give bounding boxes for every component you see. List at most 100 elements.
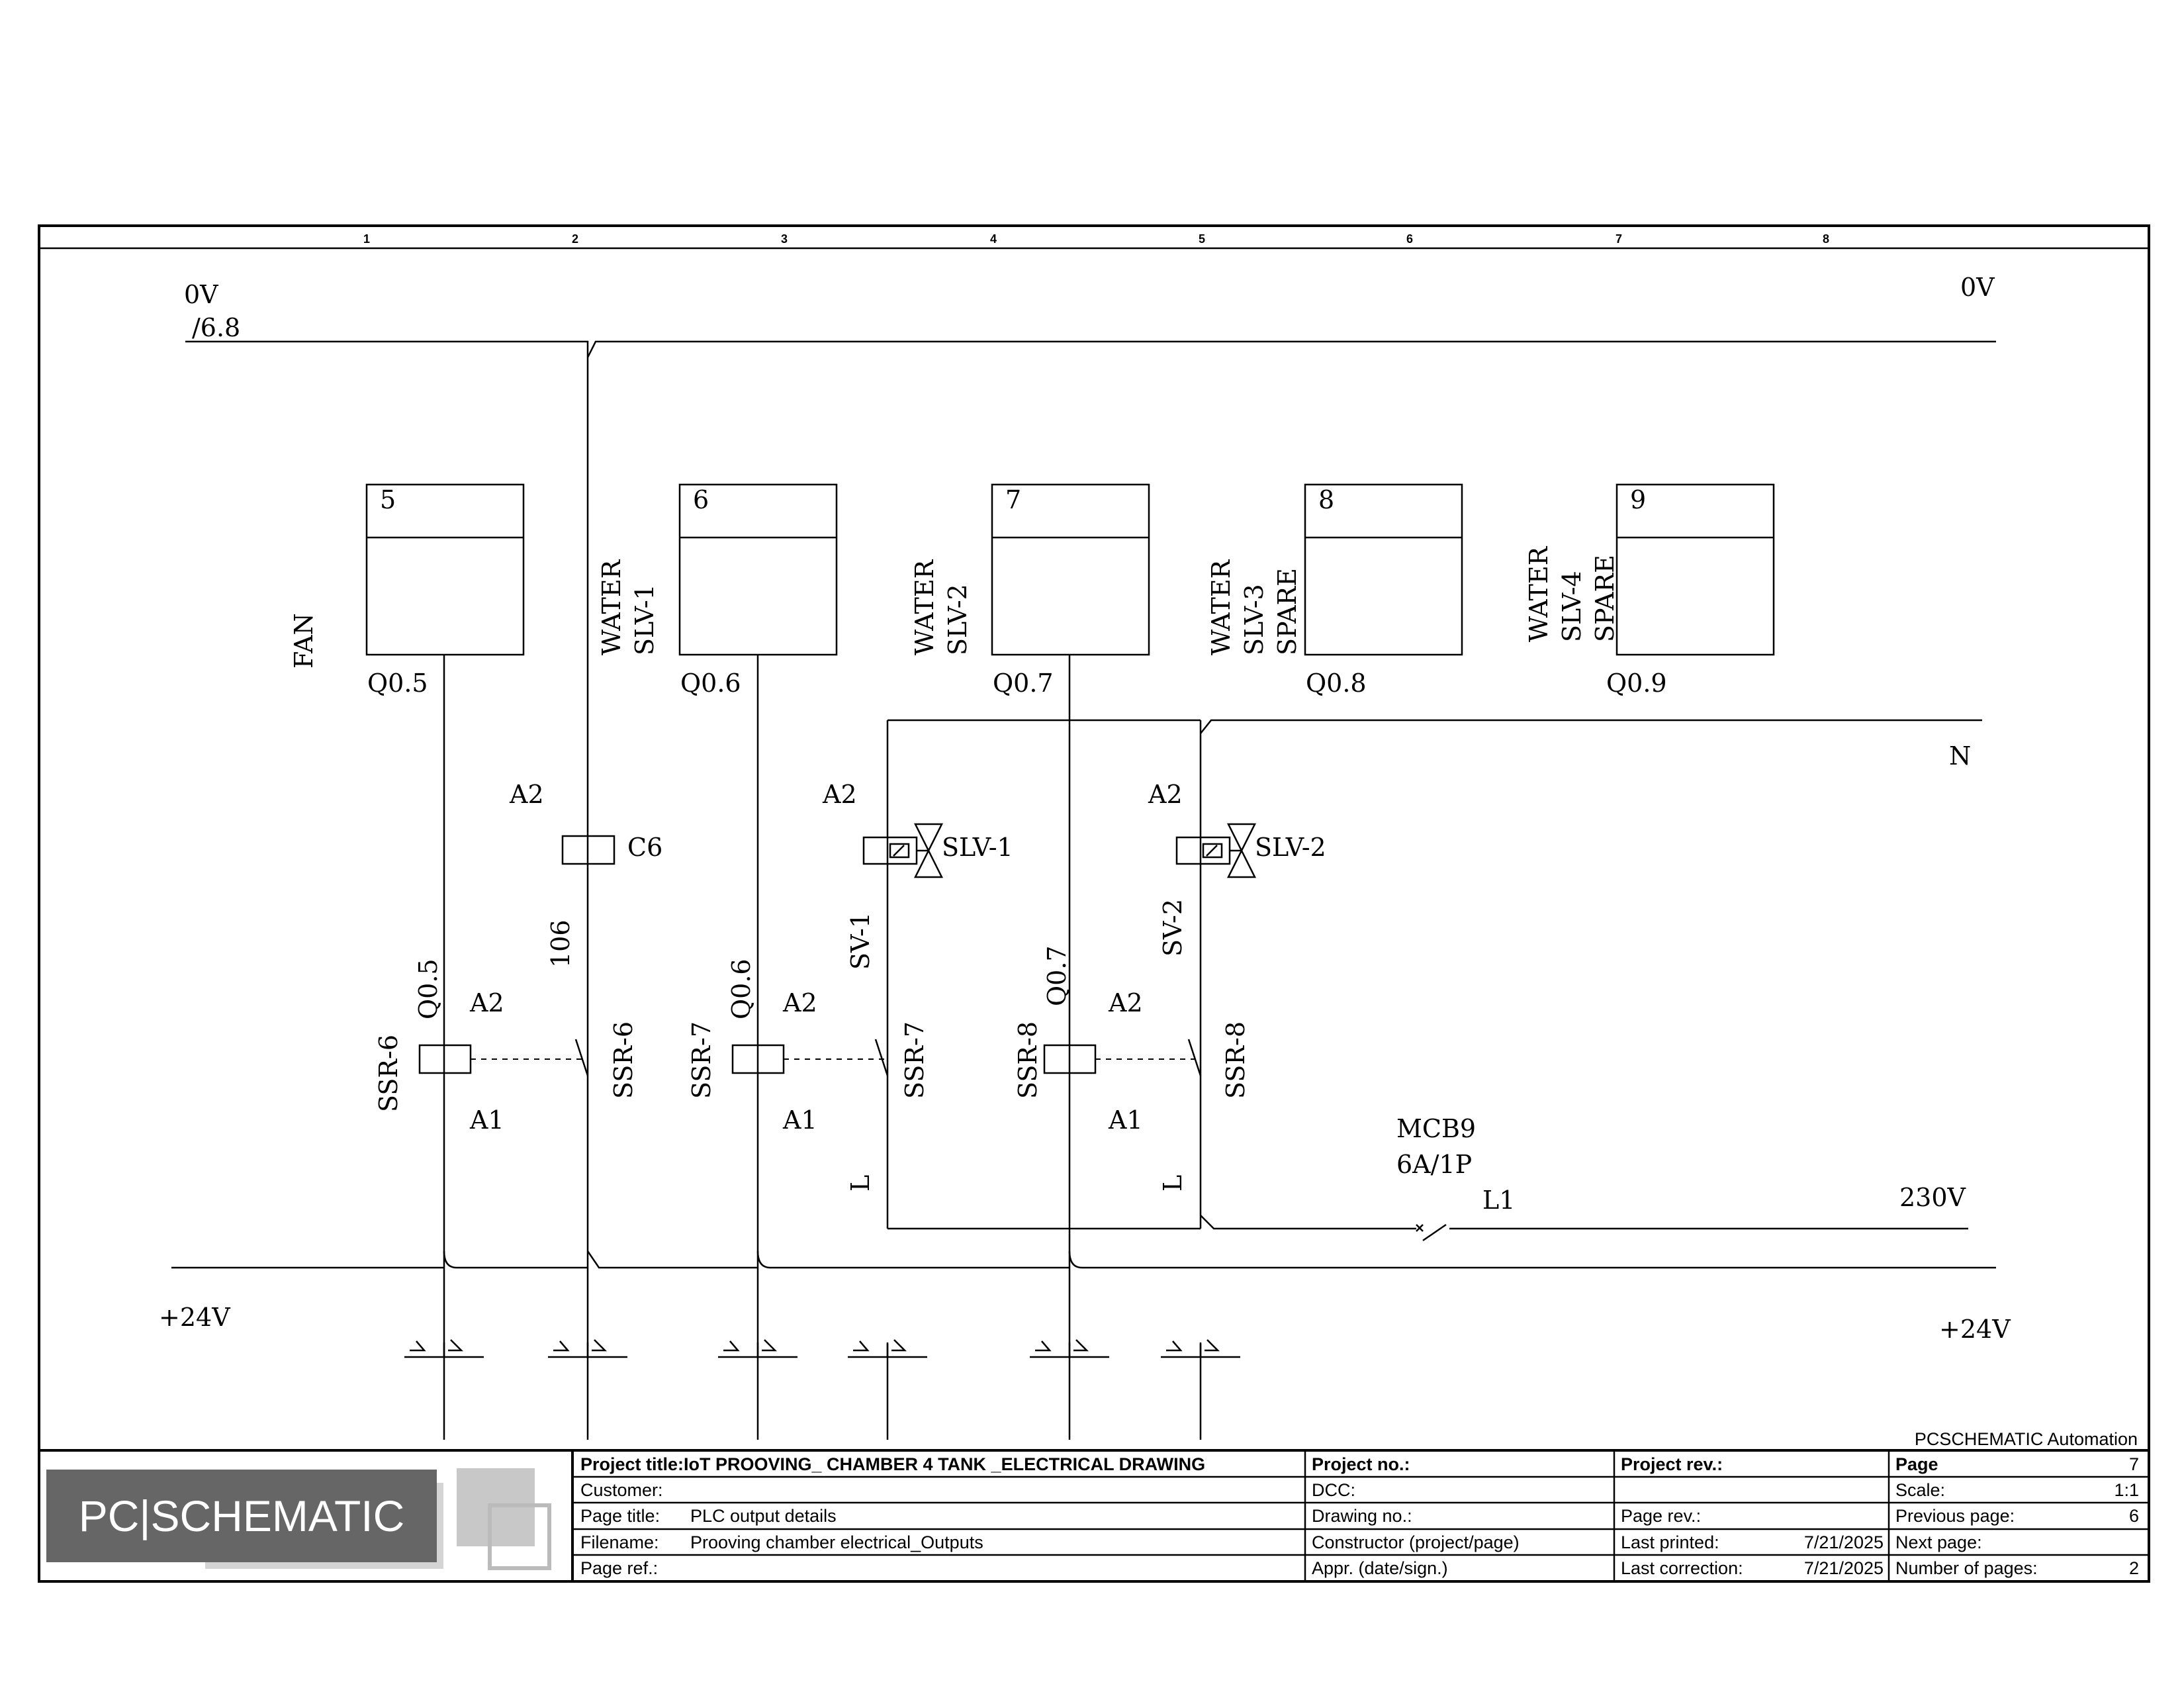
customer: Customer: bbox=[580, 1480, 663, 1500]
slv2-a2-label: A2 bbox=[1148, 780, 1183, 809]
rail-0v bbox=[185, 340, 1996, 358]
page-ref: Page ref.: bbox=[580, 1558, 658, 1578]
filename: Prooving chamber electrical_Outputs bbox=[690, 1532, 983, 1552]
last-printed: 7/21/2025 bbox=[1804, 1532, 1884, 1552]
rail-0v-label-right: 0V bbox=[1960, 273, 1995, 302]
page-label: Page bbox=[1895, 1454, 1938, 1474]
svg-text:Q0.8: Q0.8 bbox=[1306, 669, 1367, 698]
svg-text:SSR-7: SSR-7 bbox=[900, 1021, 929, 1099]
ruler-7: 7 bbox=[1615, 232, 1622, 246]
number-of-pages-label: Number of pages: bbox=[1895, 1558, 2038, 1578]
slv2-label: SLV-2 bbox=[1255, 833, 1326, 862]
ruler-1: 1 bbox=[363, 232, 370, 246]
solenoid-valve-slv2-icon bbox=[1175, 823, 1257, 878]
wire-l-label-1: L bbox=[846, 1175, 875, 1192]
svg-text:A2: A2 bbox=[469, 988, 504, 1017]
mcb-rating: 6A/1P bbox=[1396, 1150, 1472, 1179]
svg-text:SLV-3: SLV-3 bbox=[1240, 584, 1269, 655]
svg-text:WATER: WATER bbox=[1524, 545, 1553, 642]
ruler-6: 6 bbox=[1406, 232, 1413, 246]
column-ruler: 1 2 3 4 5 6 7 8 bbox=[363, 232, 1829, 246]
svg-text:WATER: WATER bbox=[597, 559, 626, 655]
contactor-c6-coil-icon bbox=[561, 835, 615, 865]
page-rev: Page rev.: bbox=[1621, 1506, 1701, 1526]
svg-text:Q0.5: Q0.5 bbox=[367, 669, 428, 698]
wire-106-label: 106 bbox=[546, 919, 575, 968]
svg-text:Q0.9: Q0.9 bbox=[1606, 669, 1667, 698]
previous-page-label: Previous page: bbox=[1895, 1506, 2015, 1526]
svg-text:7: 7 bbox=[1005, 485, 1021, 514]
title-block bbox=[39, 1449, 2149, 1581]
slv1-a2-label: A2 bbox=[822, 780, 857, 809]
rail-24v bbox=[171, 1250, 1996, 1269]
drawing-no: Drawing no.: bbox=[1312, 1506, 1412, 1526]
rail-neutral-label: N bbox=[1949, 741, 1971, 771]
ssr-6: SSR-6 Q0.5 A2 A1 SSR-6 bbox=[374, 959, 638, 1135]
svg-text:5: 5 bbox=[380, 485, 396, 514]
logo: PC|SCHEMATIC bbox=[46, 1468, 551, 1570]
svg-text:SPARE: SPARE bbox=[1273, 568, 1302, 655]
page-title-label: Page title: bbox=[580, 1506, 660, 1526]
ruler-5: 5 bbox=[1199, 232, 1205, 246]
svg-text:SLV-1: SLV-1 bbox=[630, 584, 659, 655]
svg-text:SPARE: SPARE bbox=[1590, 555, 1619, 642]
svg-text:A1: A1 bbox=[469, 1105, 504, 1135]
page-number: 7 bbox=[2129, 1454, 2139, 1474]
rail-24v-label-left: +24V bbox=[159, 1303, 230, 1332]
rail-24v-label-right: +24V bbox=[1939, 1315, 2011, 1344]
wires bbox=[443, 357, 1202, 1440]
ssr-8-contact-icon bbox=[1187, 1039, 1202, 1076]
svg-text:A1: A1 bbox=[1108, 1105, 1143, 1135]
svg-text:SSR-8: SSR-8 bbox=[1013, 1021, 1042, 1099]
ssr-7-contact-icon bbox=[874, 1039, 889, 1076]
svg-text:Q0.7: Q0.7 bbox=[993, 669, 1054, 698]
slv1-label: SLV-1 bbox=[942, 833, 1013, 862]
c6-a2-label: A2 bbox=[509, 780, 544, 809]
svg-text:SSR-6: SSR-6 bbox=[609, 1021, 638, 1099]
ruler-2: 2 bbox=[572, 232, 578, 246]
wire-sv2-label: SV-2 bbox=[1158, 899, 1187, 957]
svg-text:8: 8 bbox=[1318, 485, 1334, 514]
svg-text:Q0.6: Q0.6 bbox=[680, 669, 741, 698]
svg-text:6: 6 bbox=[693, 485, 709, 514]
svg-text:Q0.7: Q0.7 bbox=[1042, 945, 1071, 1006]
ruler-4: 4 bbox=[990, 232, 997, 246]
filename-label: Filename: bbox=[580, 1532, 659, 1552]
page-title: PLC output details bbox=[690, 1506, 837, 1526]
mcb-name: MCB9 bbox=[1396, 1114, 1476, 1143]
svg-text:SLV-4: SLV-4 bbox=[1557, 571, 1586, 642]
rail-neutral bbox=[887, 719, 1982, 734]
ruler-8: 8 bbox=[1823, 232, 1829, 246]
scale: 1:1 bbox=[2114, 1480, 2139, 1500]
project-rev: Project rev.: bbox=[1621, 1454, 1723, 1474]
company-name: PCSCHEMATIC Automation bbox=[1915, 1429, 2138, 1449]
wire-sv1-label: SV-1 bbox=[846, 912, 875, 970]
ssr-6-coil-icon bbox=[418, 1044, 472, 1074]
project-no: Project no.: bbox=[1312, 1454, 1410, 1474]
rail-l1-label: L1 bbox=[1482, 1186, 1515, 1215]
approval: Appr. (date/sign.) bbox=[1312, 1558, 1448, 1578]
plc-output-5: 5 Q0.5 FAN bbox=[289, 483, 525, 698]
rail-230v bbox=[887, 1215, 1968, 1242]
ssr-8: SSR-8 Q0.7 A2 A1 SSR-8 bbox=[1013, 945, 1250, 1135]
svg-text:A2: A2 bbox=[782, 988, 817, 1017]
plc-output-6: 6 Q0.6 WATER SLV-1 bbox=[597, 483, 838, 698]
wire-l-label-2: L bbox=[1158, 1175, 1187, 1192]
plc-output-9: 9 Q0.9 WATER SLV-4 SPARE bbox=[1524, 483, 1775, 698]
svg-text:WATER: WATER bbox=[910, 559, 939, 655]
ssr-6-contact-icon bbox=[574, 1039, 589, 1076]
svg-text:FAN: FAN bbox=[289, 613, 318, 669]
sheet-border bbox=[38, 224, 2150, 1583]
rail-0v-ref: /6.8 bbox=[192, 313, 240, 342]
last-correction-label: Last correction: bbox=[1621, 1558, 1743, 1578]
svg-text:SLV-2: SLV-2 bbox=[943, 584, 972, 655]
plc-output-7: 7 Q0.7 WATER SLV-2 bbox=[910, 483, 1150, 698]
svg-text:SSR-8: SSR-8 bbox=[1221, 1021, 1250, 1099]
contact-xref-icons bbox=[404, 1339, 1240, 1358]
mcb-contact-icon bbox=[1416, 1224, 1424, 1232]
dcc: DCC: bbox=[1312, 1480, 1355, 1500]
svg-text:PC|SCHEMATIC: PC|SCHEMATIC bbox=[79, 1491, 405, 1540]
ruler-3: 3 bbox=[781, 232, 788, 246]
svg-text:A2: A2 bbox=[1108, 988, 1143, 1017]
previous-page: 6 bbox=[2129, 1506, 2139, 1526]
